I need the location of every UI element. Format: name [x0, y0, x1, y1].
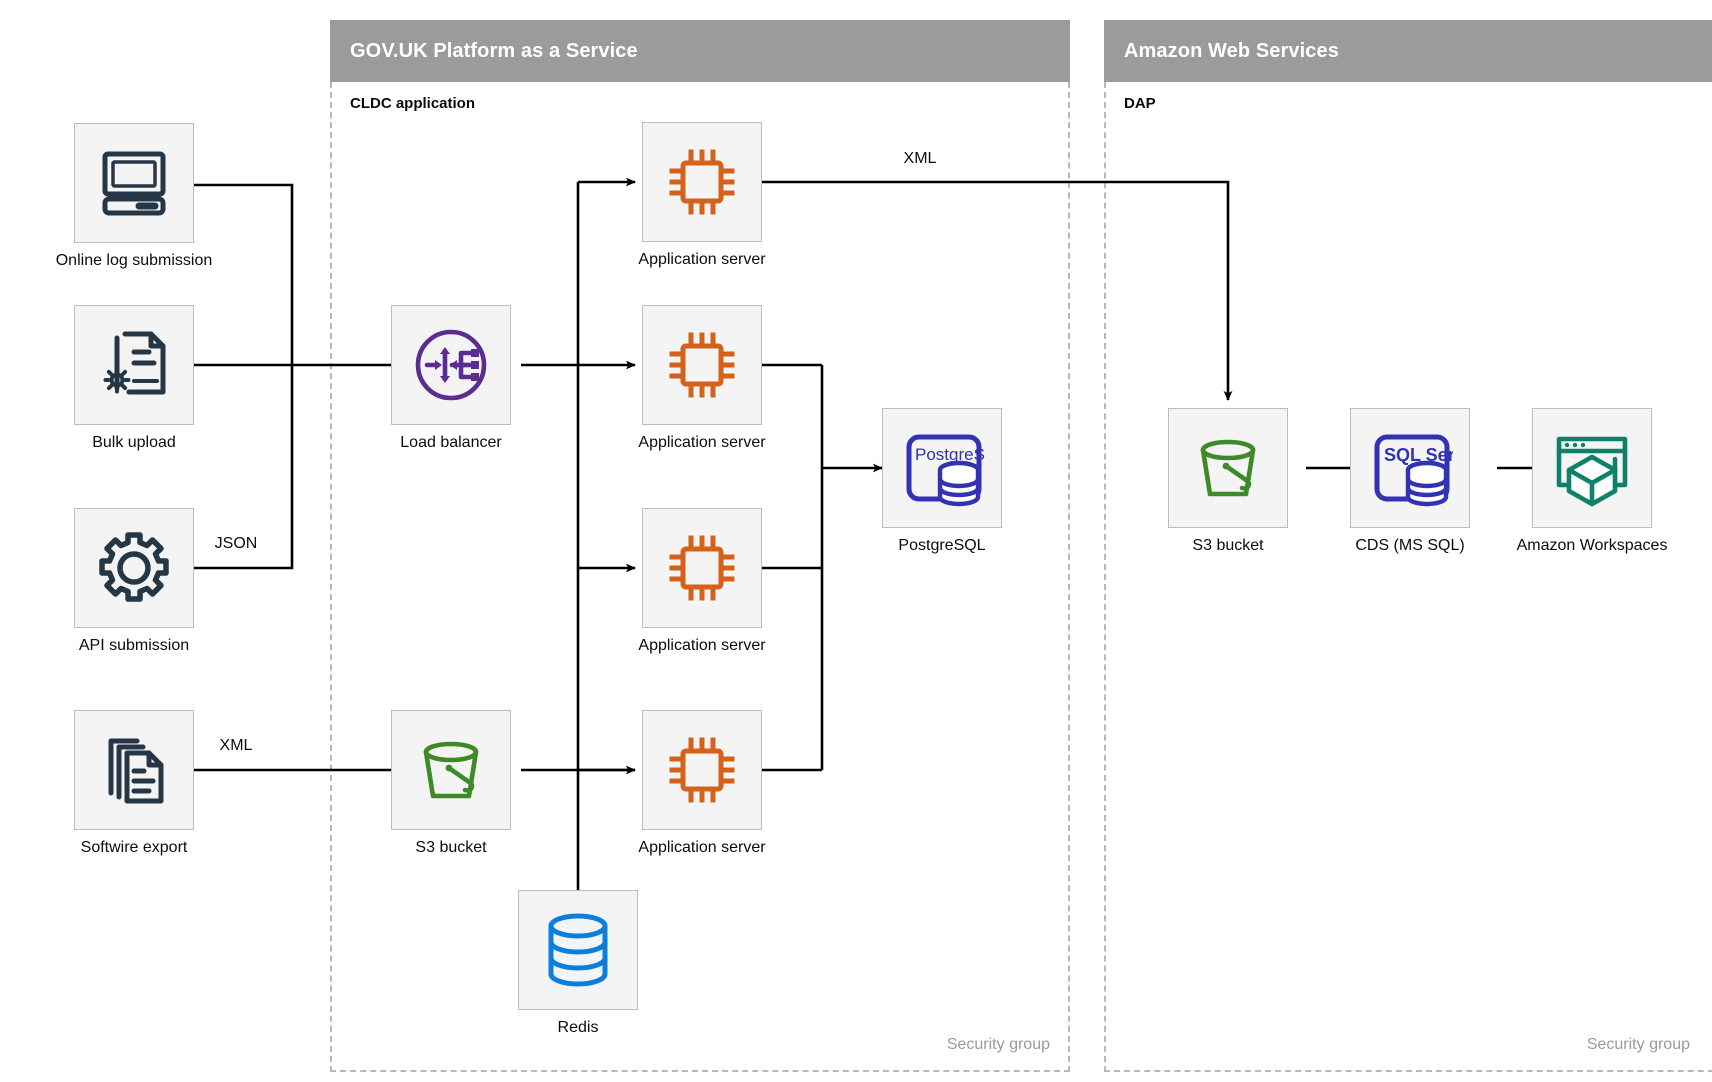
node-s3-bucket-paas-label: S3 bucket	[415, 839, 487, 856]
postgresql-badge-text: PostgreSQL	[915, 445, 985, 464]
cpu-chip-icon	[642, 710, 762, 830]
cpu-chip-icon	[642, 305, 762, 425]
document-gear-icon	[74, 305, 194, 425]
node-application-server-3-label: Application server	[638, 637, 766, 654]
sql-server-icon: SQL Server	[1350, 408, 1470, 528]
security-group-label-paas: Security group	[946, 1036, 1050, 1053]
node-redis-label: Redis	[557, 1019, 599, 1036]
node-load-balancer-label: Load balancer	[400, 434, 502, 451]
zone-header-aws-label: Amazon Web Services	[1124, 39, 1339, 62]
zone-header-paas: GOV.UK Platform as a Service	[330, 20, 1070, 82]
zone-subtitle-paas: CLDC application	[350, 95, 476, 112]
edge-label-softwire-xml: XML	[219, 737, 253, 754]
zone-boundary-paas	[330, 82, 1070, 1072]
node-bulk-upload-label: Bulk upload	[92, 434, 176, 451]
node-cds-ms-sql-label: CDS (MS SQL)	[1355, 537, 1465, 554]
desktop-computer-icon	[74, 123, 194, 243]
sql-server-badge-text: SQL Server	[1384, 445, 1453, 465]
bucket-icon	[391, 710, 511, 830]
zone-header-aws: Amazon Web Services	[1104, 20, 1712, 82]
cpu-chip-icon	[642, 122, 762, 242]
document-stack-icon	[74, 710, 194, 830]
node-postgresql-label: PostgreSQL	[898, 537, 986, 554]
database-cylinder-icon	[518, 890, 638, 1010]
node-application-server-4-label: Application server	[638, 839, 766, 856]
node-softwire-export-label: Softwire export	[80, 839, 188, 856]
load-balancer-icon	[391, 305, 511, 425]
workspaces-cube-icon	[1532, 408, 1652, 528]
bucket-icon	[1168, 408, 1288, 528]
edge-label-app-to-s3-xml: XML	[903, 150, 937, 167]
cpu-chip-icon	[642, 508, 762, 628]
gear-icon	[74, 508, 194, 628]
zone-subtitle-aws: DAP	[1124, 95, 1156, 112]
node-application-server-1-label: Application server	[638, 251, 766, 268]
edge-label-json: JSON	[214, 535, 258, 552]
postgresql-icon: PostgreSQL	[882, 408, 1002, 528]
node-online-log-submission-label: Online log submission	[55, 252, 213, 269]
zone-header-paas-label: GOV.UK Platform as a Service	[350, 39, 638, 62]
node-api-submission-label: API submission	[78, 637, 190, 654]
security-group-label-aws: Security group	[1586, 1036, 1690, 1053]
node-application-server-2-label: Application server	[638, 434, 766, 451]
node-amazon-workspaces-label: Amazon Workspaces	[1516, 537, 1668, 554]
zone-boundary-aws	[1104, 82, 1712, 1072]
node-s3-bucket-aws-label: S3 bucket	[1192, 537, 1264, 554]
